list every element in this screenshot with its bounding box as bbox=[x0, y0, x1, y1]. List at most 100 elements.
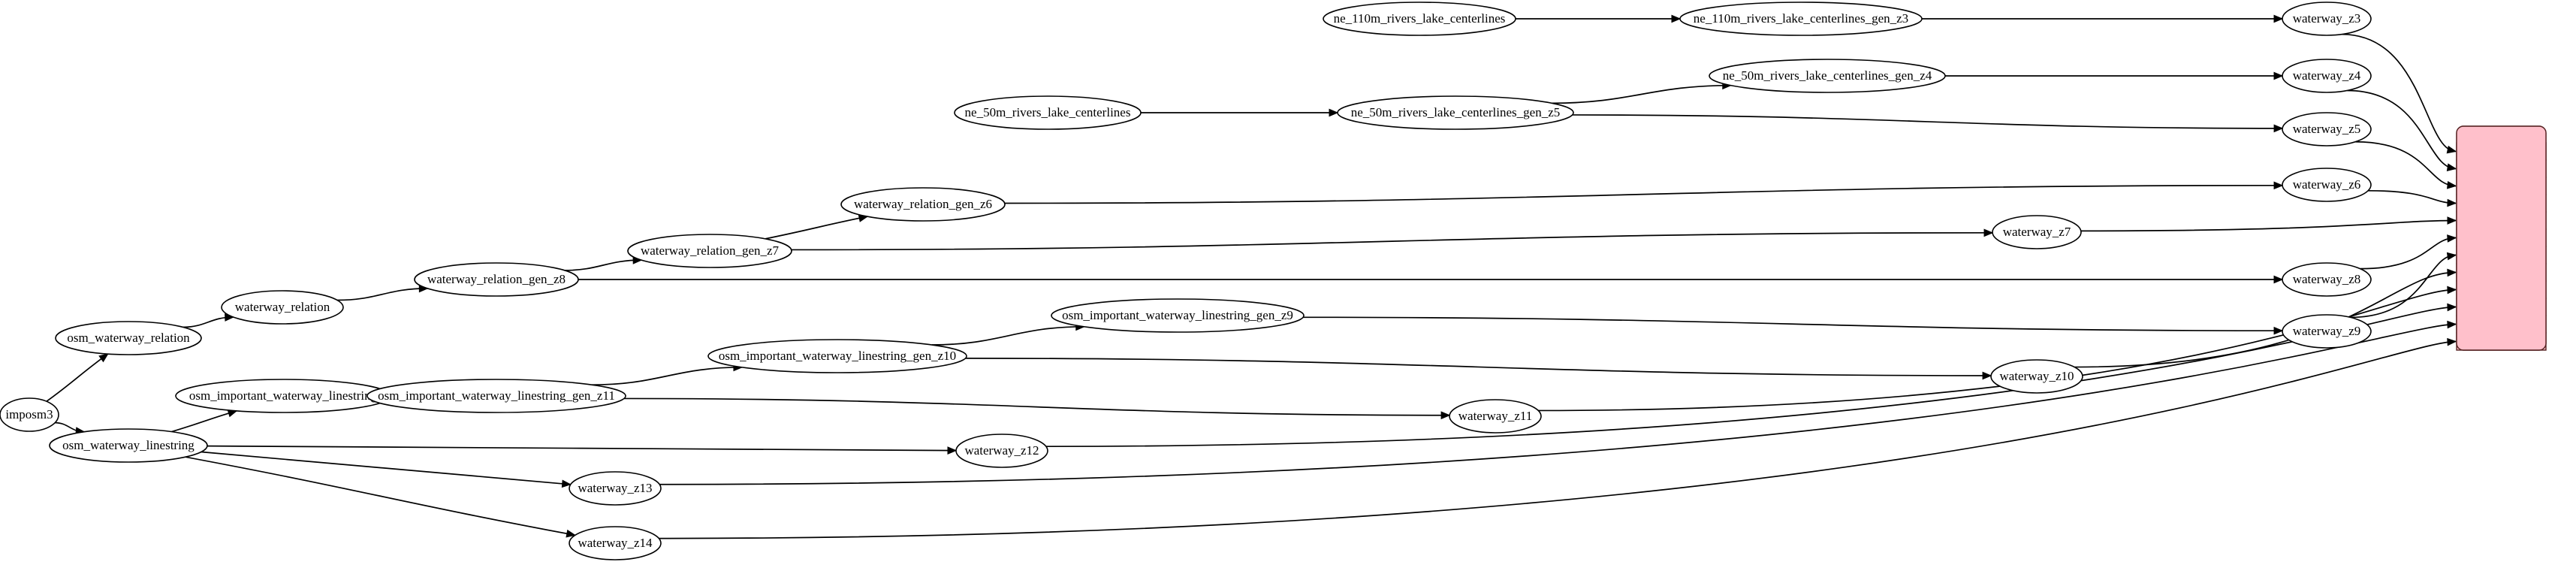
node-shape[interactable] bbox=[840, 187, 1006, 222]
node-waterway_relation_gen_z7[interactable]: waterway_relation_gen_z7 bbox=[627, 234, 792, 268]
node-shape[interactable] bbox=[2282, 314, 2372, 349]
node-label: waterway_z14 bbox=[578, 536, 653, 550]
node-shape[interactable] bbox=[1323, 2, 1516, 36]
node-label: osm_waterway_relation bbox=[67, 331, 190, 345]
node-label: osm_important_waterway_linestring_gen_z1… bbox=[719, 349, 956, 363]
node-osm_important_waterway_linestring[interactable]: osm_important_waterway_linestring bbox=[175, 379, 391, 413]
node-shape[interactable] bbox=[2282, 59, 2372, 93]
edge-arrowhead bbox=[2447, 303, 2457, 312]
node-shape[interactable] bbox=[221, 290, 344, 325]
edge-arrowhead bbox=[2447, 234, 2457, 243]
node-shape[interactable] bbox=[627, 234, 792, 268]
node-label: waterway_z13 bbox=[578, 481, 652, 495]
node-shape[interactable] bbox=[1679, 2, 1923, 36]
node-waterway_z10[interactable]: waterway_z10 bbox=[1990, 359, 2083, 394]
node-shape[interactable] bbox=[707, 339, 967, 373]
edge-arrowhead bbox=[2447, 320, 2457, 329]
node-ne_50m_rivers_lake_centerlines[interactable]: ne_50m_rivers_lake_centerlines bbox=[954, 95, 1142, 130]
edge-waterway_z4-to-layer_z4 bbox=[2347, 89, 2457, 170]
node-waterway_z6[interactable]: waterway_z6 bbox=[2282, 168, 2372, 202]
node-waterway_z9[interactable]: waterway_z9 bbox=[2282, 314, 2372, 349]
node-waterway_z4[interactable]: waterway_z4 bbox=[2282, 59, 2372, 93]
edge-arrowhead bbox=[2273, 14, 2284, 23]
node-shape[interactable] bbox=[55, 321, 202, 355]
node-ne_50m_rivers_lake_centerlines_gen_z5[interactable]: ne_50m_rivers_lake_centerlines_gen_z5 bbox=[1337, 95, 1574, 130]
node-osm_important_waterway_linestring_gen_z9[interactable]: osm_important_waterway_linestring_gen_z9 bbox=[1051, 298, 1305, 333]
edge-waterway_z6-to-layer_z6 bbox=[2368, 189, 2457, 204]
node-shape[interactable] bbox=[1709, 59, 1946, 93]
edges-layer bbox=[46, 14, 2457, 539]
node-shape[interactable] bbox=[1337, 95, 1574, 130]
edge-arrowhead bbox=[1983, 228, 1994, 237]
edge-arrowhead bbox=[2447, 337, 2457, 346]
node-shape[interactable] bbox=[569, 526, 662, 560]
edge-arrowhead bbox=[566, 529, 576, 538]
node-shape[interactable] bbox=[414, 262, 579, 297]
edge-arrowhead bbox=[2273, 326, 2284, 335]
node-shape[interactable] bbox=[1051, 298, 1305, 333]
edge-waterway_relation_gen_z7-to-waterway_relation_gen_z6 bbox=[765, 216, 868, 240]
node-waterway_z8[interactable]: waterway_z8 bbox=[2282, 262, 2372, 297]
node-shape[interactable] bbox=[955, 434, 1048, 468]
node-label: waterway_z12 bbox=[964, 443, 1039, 458]
node-label: ne_110m_rivers_lake_centerlines_gen_z3 bbox=[1694, 11, 1908, 26]
node-label: waterway_relation_gen_z6 bbox=[854, 197, 992, 211]
node-waterway_relation[interactable]: waterway_relation bbox=[221, 290, 344, 325]
edge-osm_waterway_linestring-to-osm_important_waterway_linestring bbox=[171, 410, 237, 433]
node-waterway_z14[interactable]: waterway_z14 bbox=[569, 526, 662, 560]
node-shape[interactable] bbox=[2282, 2, 2372, 36]
node-waterway_relation_gen_z6[interactable]: waterway_relation_gen_z6 bbox=[840, 187, 1006, 222]
edge-waterway_relation-to-waterway_relation_gen_z8 bbox=[337, 288, 428, 301]
node-label: osm_important_waterway_linestring bbox=[189, 388, 378, 403]
edge-arrowhead bbox=[2447, 198, 2457, 207]
edge-arrowhead bbox=[2273, 71, 2284, 80]
node-imposm3[interactable]: imposm3 bbox=[0, 397, 59, 432]
edge-arrowhead bbox=[2273, 124, 2284, 133]
edge-imposm3-to-osm_waterway_relation bbox=[46, 353, 109, 402]
node-ne_50m_rivers_lake_centerlines_gen_z4[interactable]: ne_50m_rivers_lake_centerlines_gen_z4 bbox=[1709, 59, 1946, 93]
node-label: ne_110m_rivers_lake_centerlines bbox=[1334, 11, 1506, 26]
edge-waterway_z13-to-layer_z13 bbox=[659, 323, 2457, 485]
edge-osm_waterway_linestring-to-waterway_z12 bbox=[207, 445, 957, 452]
node-shape[interactable] bbox=[366, 379, 626, 413]
node-osm_important_waterway_linestring_gen_z11[interactable]: osm_important_waterway_linestring_gen_z1… bbox=[366, 379, 626, 413]
node-shape[interactable] bbox=[2282, 168, 2372, 202]
edge-arrowhead bbox=[2447, 180, 2457, 189]
node-waterway_z5[interactable]: waterway_z5 bbox=[2282, 112, 2372, 147]
node-waterway_z11[interactable]: waterway_z11 bbox=[1449, 399, 1542, 434]
node-shape[interactable] bbox=[569, 471, 662, 506]
node-waterway_relation_gen_z8[interactable]: waterway_relation_gen_z8 bbox=[414, 262, 579, 297]
node-label: imposm3 bbox=[5, 407, 53, 421]
node-ne_110m_rivers_lake_centerlines[interactable]: ne_110m_rivers_lake_centerlines bbox=[1323, 2, 1516, 36]
edge-osm_important_waterway_linestring_gen_z10-to-waterway_z10 bbox=[965, 358, 1992, 376]
node-label: waterway_z9 bbox=[2293, 324, 2361, 338]
edge-waterway_relation_gen_z8-to-waterway_relation_gen_z7 bbox=[564, 259, 642, 271]
edge-waterway_z9-to-layer_z9 bbox=[2350, 254, 2457, 319]
edge-osm_important_waterway_linestring_gen_z11-to-waterway_z11 bbox=[623, 397, 1450, 416]
node-shape[interactable] bbox=[954, 95, 1142, 130]
edge-arrowhead bbox=[2446, 145, 2457, 154]
edge-osm_important_waterway_linestring_gen_z9-to-waterway_z9 bbox=[1303, 316, 2283, 332]
node-shape[interactable] bbox=[0, 397, 59, 432]
node-shape[interactable] bbox=[1449, 399, 1542, 434]
node-waterway_z3[interactable]: waterway_z3 bbox=[2282, 2, 2372, 36]
edge-waterway_z8-to-layer_z8 bbox=[2360, 237, 2457, 270]
node-ne_110m_rivers_lake_centerlines_gen_z3[interactable]: ne_110m_rivers_lake_centerlines_gen_z3 bbox=[1679, 2, 1923, 36]
node-waterway_z13[interactable]: waterway_z13 bbox=[569, 471, 662, 506]
edge-ne_50m_rivers_lake_centerlines_gen_z5-to-waterway_z5 bbox=[1572, 114, 2283, 129]
edge-arrowhead bbox=[98, 353, 109, 363]
node-waterway_z12[interactable]: waterway_z12 bbox=[955, 434, 1048, 468]
node-shape[interactable] bbox=[49, 428, 208, 463]
node-osm_important_waterway_linestring_gen_z10[interactable]: osm_important_waterway_linestring_gen_z1… bbox=[707, 339, 967, 373]
node-shape[interactable] bbox=[2282, 262, 2372, 297]
node-waterway_z7[interactable]: waterway_z7 bbox=[1992, 215, 2082, 249]
edge-arrowhead bbox=[2447, 216, 2457, 225]
node-osm_waterway_linestring[interactable]: osm_waterway_linestring bbox=[49, 428, 208, 463]
node-osm_waterway_relation[interactable]: osm_waterway_relation bbox=[55, 321, 202, 355]
table-outline-top bbox=[2456, 125, 2547, 351]
edge-arrowhead bbox=[1440, 411, 1451, 420]
node-label: osm_important_waterway_linestring_gen_z1… bbox=[378, 388, 615, 403]
node-shape[interactable] bbox=[1990, 359, 2083, 394]
node-shape[interactable] bbox=[2282, 112, 2372, 147]
node-shape[interactable] bbox=[1992, 215, 2082, 249]
